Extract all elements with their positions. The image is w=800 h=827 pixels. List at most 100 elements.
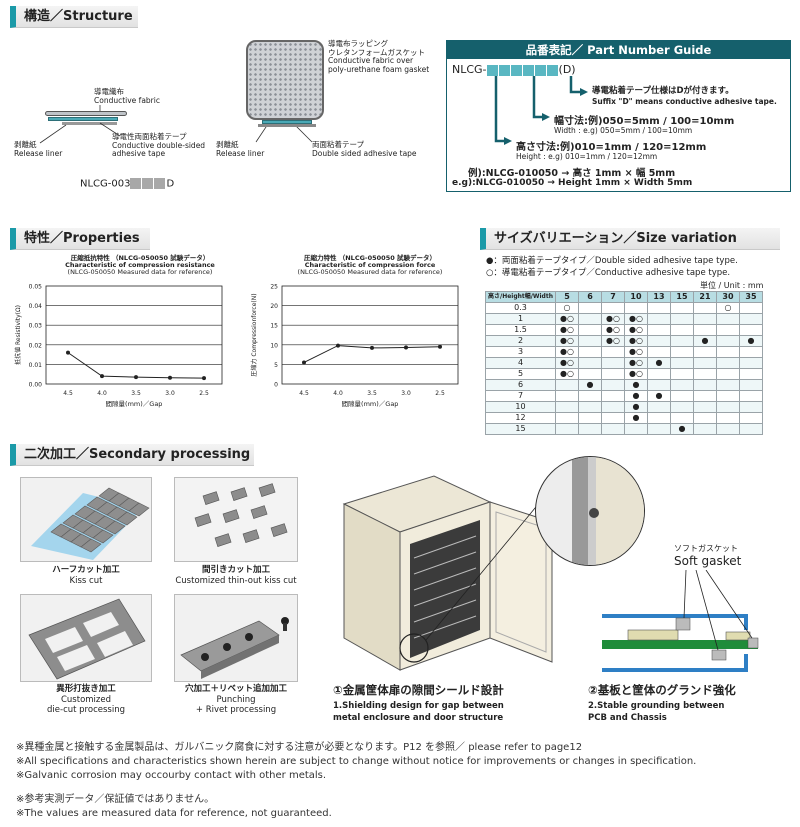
label-foam-gasket: 導電布ラッピング ウレタンフォームガスケット Conductive fabric… — [328, 39, 430, 74]
leader-lines-left — [39, 47, 323, 144]
placeholder-square — [546, 64, 558, 76]
availability-cell — [578, 335, 602, 347]
width-header: 15 — [670, 291, 694, 303]
availability-cell — [578, 390, 602, 402]
availability-cell — [647, 379, 671, 391]
height-cell: 6 — [485, 379, 556, 391]
availability-cell — [601, 412, 625, 424]
x-tick-label: 4.5 — [299, 390, 309, 397]
x-tick-label: 2.5 — [435, 390, 445, 397]
section-title-structure: 構造／Structure — [10, 6, 138, 28]
chart1-title-note: (NLCG-050050 Measured data for reference… — [67, 268, 213, 277]
availability-cell — [716, 346, 740, 358]
availability-cell — [693, 412, 717, 424]
availability-cell: ●○ — [555, 313, 579, 325]
availability-cell: ●○ — [555, 324, 579, 336]
availability-cell — [601, 357, 625, 369]
height-cell: 0.3 — [485, 302, 556, 314]
availability-cell — [647, 401, 671, 413]
note-galvanic-jp: ※異種金属と接触する金属製品は、ガルバニック腐食に対する注意が必要となります。P… — [16, 742, 583, 753]
example-en: e.g):NLCG-010050 → Height 1mm × Width 5m… — [452, 178, 693, 188]
availability-cell — [601, 302, 625, 314]
plot-area — [281, 285, 459, 385]
section-title-properties: 特性／Properties — [10, 228, 150, 250]
width-header: 35 — [739, 291, 763, 303]
placeholder-square — [486, 64, 498, 76]
y-tick-label: 0 — [274, 382, 278, 389]
height-cell: 4 — [485, 357, 556, 369]
availability-cell — [670, 335, 694, 347]
availability-cell — [647, 313, 671, 325]
availability-cell — [739, 401, 763, 413]
label-conductive-tape: 導電性両面粘着テープ Conductive double-sided adhes… — [112, 132, 206, 159]
availability-cell — [739, 313, 763, 325]
y-tick-label: 0.01 — [29, 362, 43, 369]
label-release-liner-right: 剥離紙 Release liner — [216, 140, 265, 158]
availability-cell — [693, 324, 717, 336]
availability-cell — [578, 401, 602, 413]
table-row: 6●● — [485, 379, 763, 391]
y-tick-label: 0.02 — [29, 342, 43, 349]
placeholder-square — [510, 64, 522, 76]
availability-cell: ● — [624, 390, 648, 402]
caption-rivet: 穴加工＋リベット追加加工 Punching + Rivet processing — [164, 684, 308, 716]
thin-out-piece — [250, 505, 268, 519]
x-axis-label: 間隙量(mm)／Gap — [342, 399, 399, 408]
availability-cell: ●○ — [624, 357, 648, 369]
availability-cell — [601, 390, 625, 402]
zoom-detail-circle — [535, 456, 645, 566]
availability-cell — [578, 423, 602, 435]
chart2-title-note: (NLCG-050050 Measured data for reference… — [297, 268, 443, 277]
availability-cell — [693, 401, 717, 413]
photo-rivet — [174, 594, 298, 682]
y-tick-label: 0.03 — [29, 323, 43, 330]
caption-kiss-cut: ハーフカット加工 Kiss cut — [20, 565, 152, 586]
y-tick-label: 25 — [270, 284, 278, 291]
placeholder-square — [534, 64, 546, 76]
availability-cell — [716, 313, 740, 325]
availability-cell — [670, 313, 694, 325]
availability-cell — [601, 379, 625, 391]
availability-cell: ●○ — [555, 357, 579, 369]
x-tick-label: 3.5 — [131, 390, 141, 397]
availability-cell — [716, 412, 740, 424]
availability-cell — [670, 401, 694, 413]
thin-out-piece — [194, 513, 212, 527]
enclosure-illustration — [342, 475, 553, 671]
availability-cell: ● — [624, 412, 648, 424]
availability-cell — [716, 335, 740, 347]
height-cell: 15 — [485, 423, 556, 435]
data-point — [134, 375, 138, 380]
availability-cell: ● — [578, 379, 602, 391]
chart2-title-jp: 圧縮力特性 （NLCG-050050 試験データ） — [303, 254, 437, 262]
availability-cell — [578, 302, 602, 314]
availability-cell — [693, 379, 717, 391]
availability-cell — [739, 346, 763, 358]
availability-cell — [670, 412, 694, 424]
soft-gasket-label: ソフトガスケット Soft gasket — [674, 543, 741, 568]
availability-cell — [670, 346, 694, 358]
soft-gasket-en: Soft gasket — [674, 554, 742, 568]
caption-thin-out: 間引きカット加工 Customized thin-out kiss cut — [164, 565, 308, 586]
availability-cell — [716, 324, 740, 336]
table-row: 4●○●○● — [485, 357, 763, 369]
plot-area — [45, 285, 223, 385]
legend-double-sided: ●：両面粘着テープタイプ／Double sided adhesive tape … — [486, 256, 738, 266]
pn-suffix: (D) — [558, 63, 576, 76]
photo-kiss-cut — [20, 477, 152, 562]
availability-cell — [739, 412, 763, 424]
availability-cell: ●○ — [624, 335, 648, 347]
availability-cell: ●○ — [555, 346, 579, 358]
width-en: Width : e.g) 050=5mm / 100=10mm — [554, 126, 693, 135]
chart1-title: 圧縮抵抗特性 （NLCG-050050 試験データ） Characteristi… — [40, 254, 240, 277]
availability-cell — [555, 379, 579, 391]
suffix-jp: 導電粘着テープ仕様はDが付きます。 — [592, 86, 734, 96]
availability-cell — [670, 357, 694, 369]
availability-cell: ●○ — [624, 313, 648, 325]
width-jp: 幅寸法:例)050=5mm / 100=10mm — [554, 116, 735, 127]
availability-cell — [601, 423, 625, 435]
height-cell: 12 — [485, 412, 556, 424]
